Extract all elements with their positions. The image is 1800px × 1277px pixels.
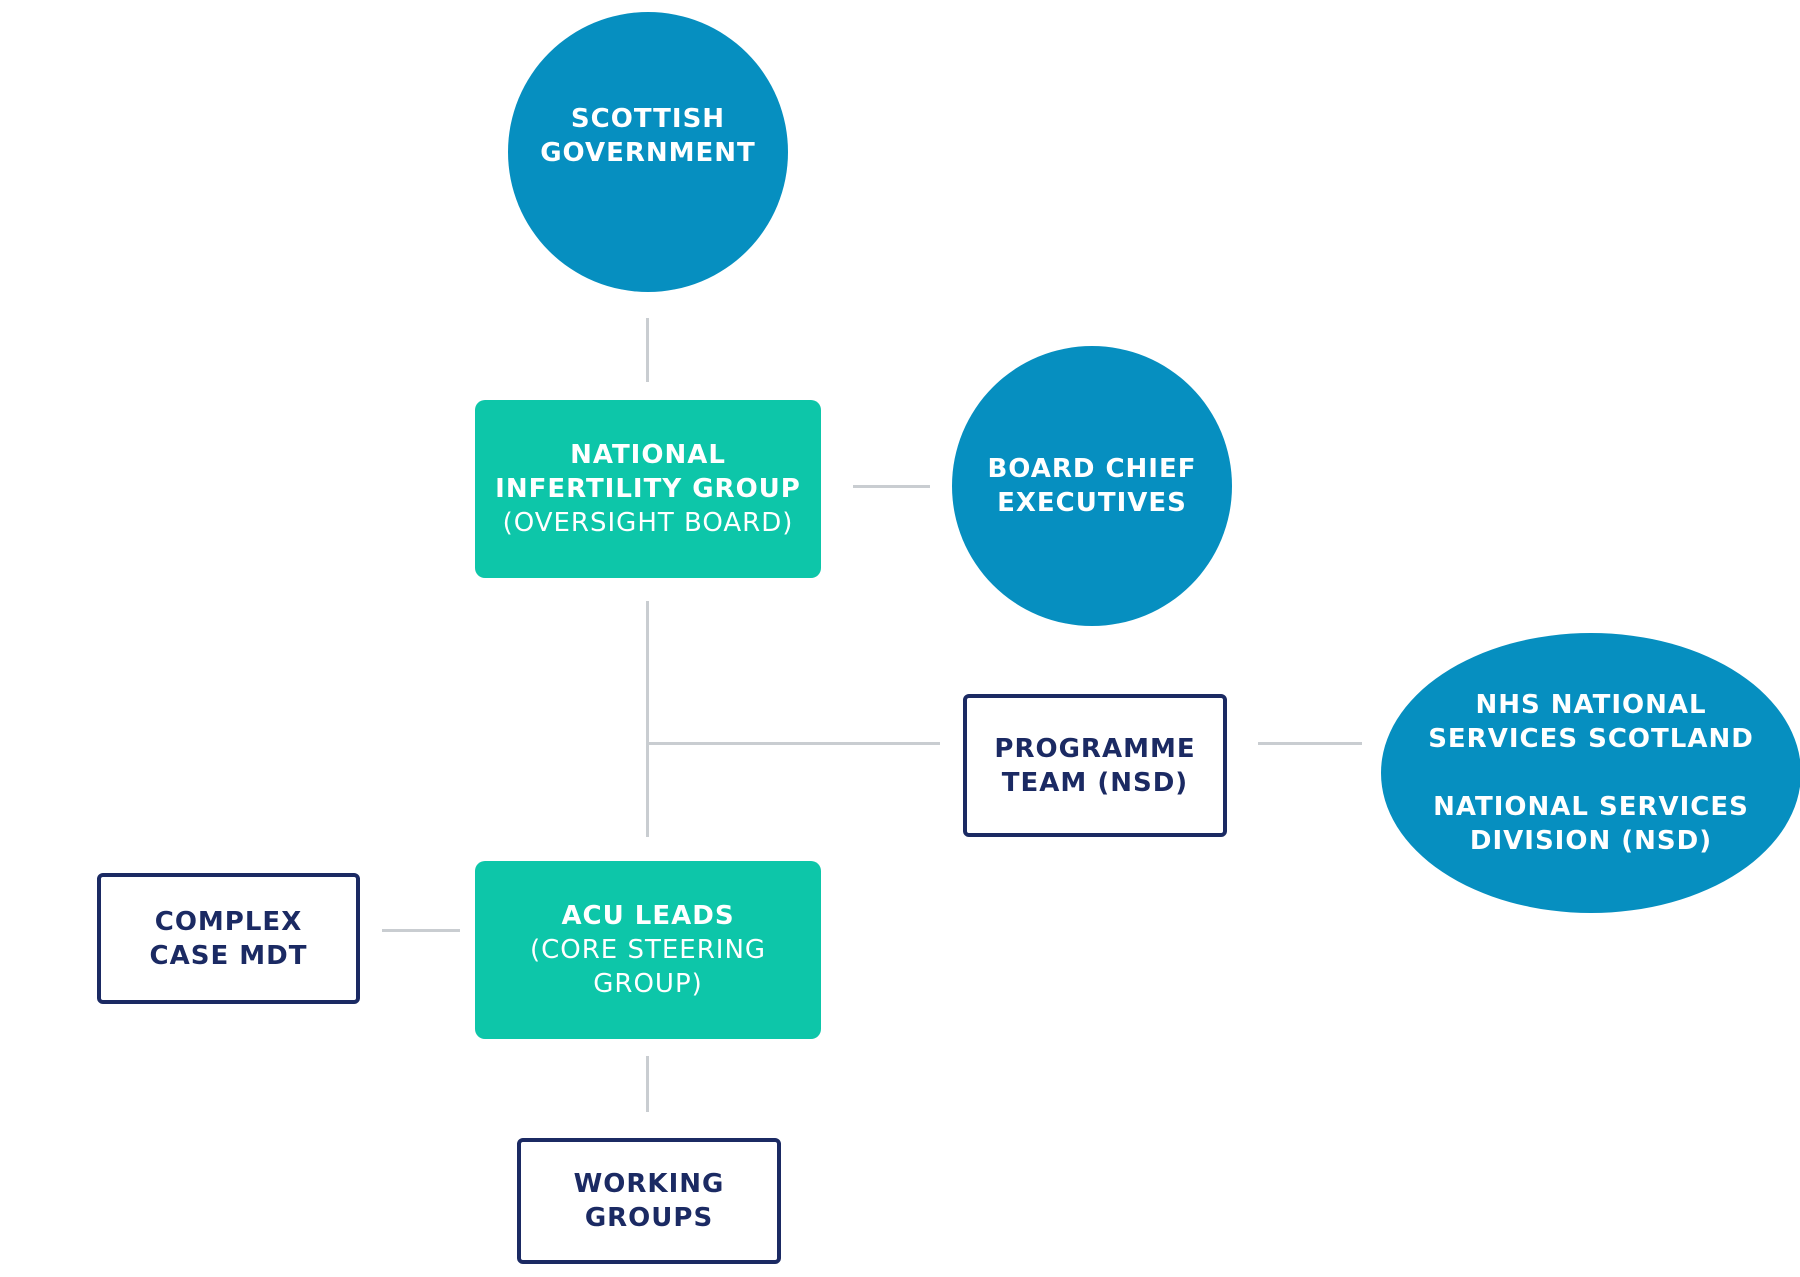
node-label: INFERTILITY GROUP — [495, 474, 801, 504]
programme-team-node: PROGRAMME TEAM (NSD) — [963, 694, 1227, 837]
node-sublabel: (CORE STEERING — [529, 935, 767, 965]
acu-leads-node: ACU LEADS (CORE STEERING GROUP) — [475, 861, 821, 1039]
node-label: WORKING — [573, 1169, 725, 1199]
complex-case-mdt-node: COMPLEX CASE MDT — [97, 873, 360, 1004]
node-label: GROUPS — [584, 1203, 714, 1233]
node-label: NHS NATIONAL — [1475, 690, 1707, 720]
node-label: BOARD CHIEF — [987, 454, 1197, 484]
nhs-national-services-scotland-node: NHS NATIONAL SERVICES SCOTLAND NATIONAL … — [1381, 633, 1800, 913]
working-groups-node: WORKING GROUPS — [517, 1138, 781, 1264]
connector-trunk-to-programme-team — [646, 742, 940, 745]
node-label: NATIONAL SERVICES — [1433, 792, 1749, 822]
node-label: SCOTTISH — [570, 104, 726, 134]
national-infertility-group-node: NATIONAL INFERTILITY GROUP (OVERSIGHT BO… — [475, 400, 821, 578]
node-label: DIVISION (NSD) — [1469, 826, 1713, 856]
connector-programme-team-to-nss — [1258, 742, 1362, 745]
node-label: COMPLEX — [154, 906, 303, 937]
connector-mdt-to-acu — [382, 929, 460, 932]
node-label: GOVERNMENT — [540, 138, 756, 168]
node-label: ACU LEADS — [561, 901, 735, 931]
scottish-government-node: SCOTTISH GOVERNMENT — [508, 12, 788, 292]
node-sublabel: (OVERSIGHT BOARD) — [502, 508, 794, 538]
node-label: CASE MDT — [149, 940, 308, 971]
node-label: SERVICES SCOTLAND — [1428, 724, 1754, 754]
connector-nig-to-board-chief — [853, 485, 930, 488]
node-sublabel: GROUP) — [593, 969, 703, 999]
node-label: EXECUTIVES — [997, 488, 1187, 518]
board-chief-executives-node: BOARD CHIEF EXECUTIVES — [952, 346, 1232, 626]
connector-government-to-nig — [646, 318, 649, 382]
connector-acu-to-working-groups — [646, 1056, 649, 1112]
node-label: PROGRAMME — [994, 733, 1196, 764]
connector-nig-to-acu — [646, 601, 649, 837]
node-label: TEAM (NSD) — [1001, 767, 1189, 798]
node-label: NATIONAL — [570, 440, 726, 470]
